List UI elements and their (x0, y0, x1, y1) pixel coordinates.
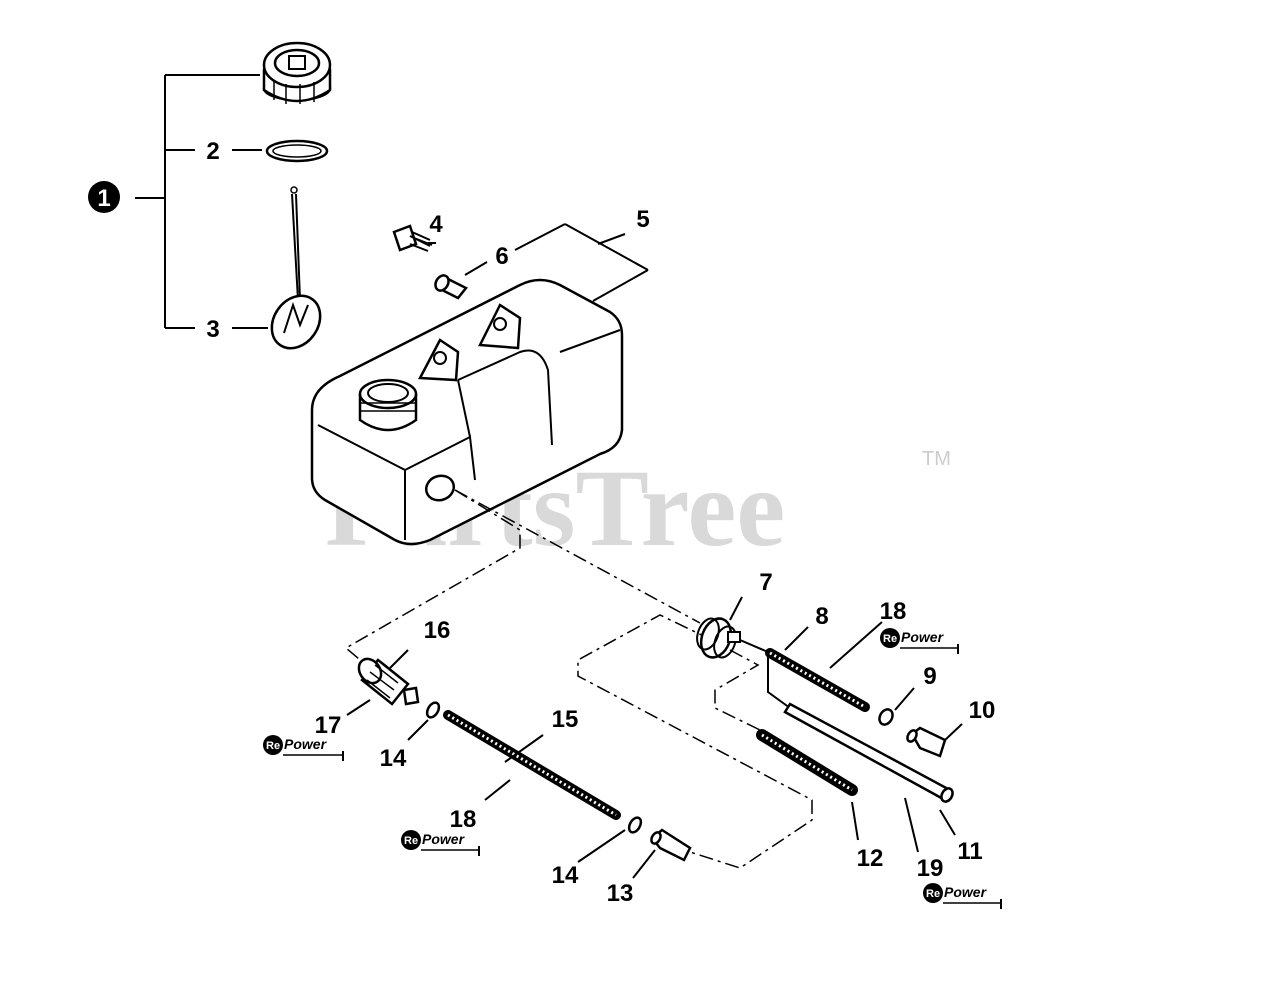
fuel-hose-short (765, 648, 870, 712)
repower-badge-bottom-left: Re Power (401, 830, 480, 856)
fitting-13 (650, 828, 692, 862)
svg-text:Power: Power (901, 629, 945, 645)
callout-2: 2 (206, 138, 219, 165)
callout-16: 16 (424, 617, 451, 644)
callout-18-top: 18 (880, 598, 907, 625)
repower-badge-bottom-right: Re Power (923, 883, 1002, 909)
o-ring-14-left (425, 701, 441, 719)
callout-10: 10 (969, 697, 996, 724)
fuel-filter (357, 657, 420, 706)
repower-badge-top: Re Power (880, 628, 959, 654)
callout-5: 5 (636, 206, 649, 233)
fuel-tank (310, 278, 624, 546)
leader-lines (346, 596, 963, 879)
callout-14-left: 14 (380, 745, 407, 772)
o-ring-9 (878, 708, 894, 726)
callout-8: 8 (815, 603, 828, 630)
return-pipe (783, 702, 954, 803)
callout-17: 17 (315, 712, 342, 739)
callout-12: 12 (857, 845, 884, 872)
fuel-cap (262, 41, 332, 104)
assembly-bracket (135, 74, 268, 329)
svg-text:Re: Re (404, 835, 418, 847)
assembly-centerlines (344, 489, 813, 869)
callout-19: 19 (917, 855, 944, 882)
callout-9: 9 (923, 663, 936, 690)
filler-neck (358, 378, 418, 432)
fitting-10 (906, 726, 947, 758)
fuel-strainer (270, 186, 322, 350)
svg-text:Power: Power (422, 831, 466, 847)
assembly-marker-circle (88, 181, 120, 213)
grommet (696, 617, 741, 659)
callout-13: 13 (607, 880, 634, 907)
svg-text:Re: Re (266, 740, 280, 752)
watermark-tm: TM (922, 448, 951, 470)
svg-text:Re: Re (926, 888, 940, 900)
callout-18-bottom: 18 (450, 806, 477, 833)
gasket (265, 139, 329, 163)
callout-3: 3 (206, 316, 219, 343)
collar (434, 274, 468, 300)
callout-14-bottom: 14 (552, 862, 579, 889)
svg-text:Power: Power (284, 736, 328, 752)
assembly-marker-label: 1 (97, 185, 110, 212)
svg-text:Power: Power (944, 884, 988, 900)
callout-7: 7 (759, 569, 772, 596)
callout-4: 4 (429, 211, 443, 238)
callout-11: 11 (957, 838, 982, 865)
bolt (392, 224, 433, 252)
callout-6: 6 (495, 243, 508, 270)
tank-bracket (514, 223, 649, 302)
fuel-hose-15 (443, 710, 621, 820)
svg-text:Re: Re (883, 633, 897, 645)
o-ring-14-bottom (627, 816, 643, 834)
fuel-hose-long (756, 729, 858, 796)
callout-15: 15 (552, 706, 579, 733)
repower-badge-left: Re Power (263, 735, 344, 761)
